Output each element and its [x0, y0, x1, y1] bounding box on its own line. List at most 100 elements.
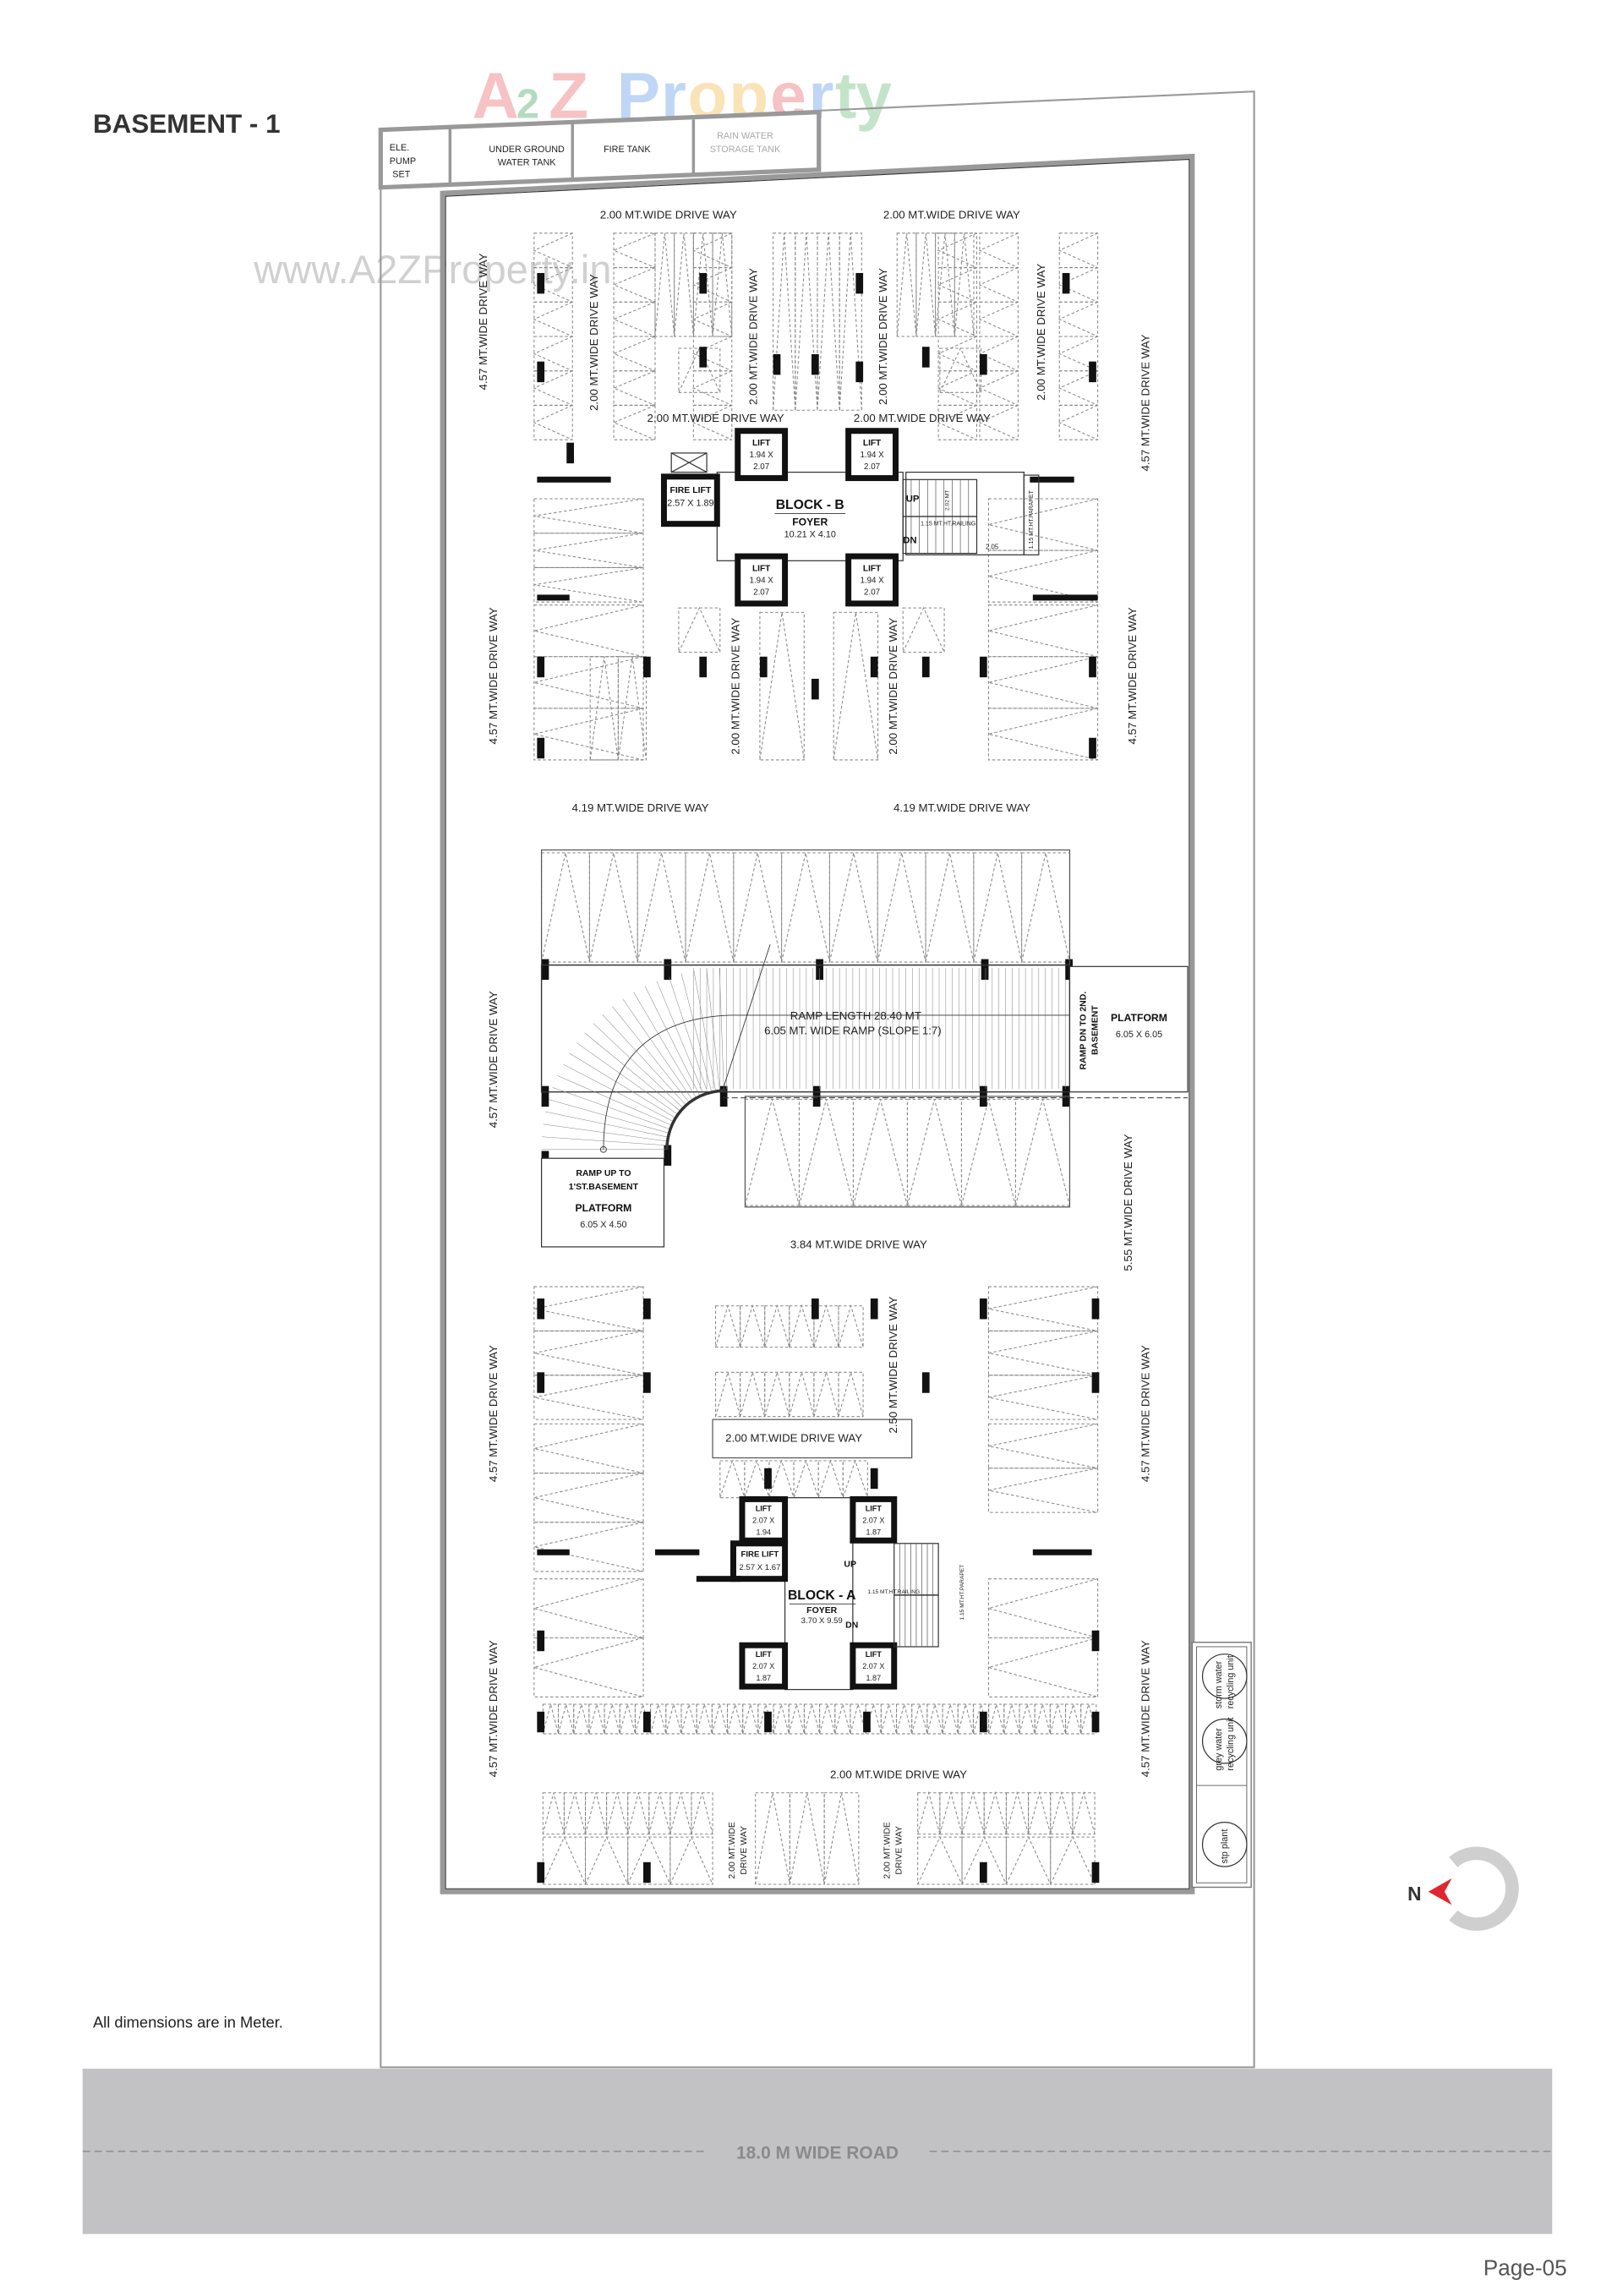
parking-stall [988, 1703, 1005, 1735]
storm-water-label: recycling unit [1226, 1655, 1236, 1708]
parking-stall [533, 708, 644, 761]
driveway-label: 2.00 MT.WIDE DRIVE WAY [883, 208, 1020, 221]
rain-tank-label: STORAGE TANK [710, 145, 781, 155]
parking-stall [987, 498, 1099, 551]
ug-tank-label: WATER TANK [498, 158, 556, 168]
parapet-label: 1.15 MT.HT.PARAPET [1029, 489, 1035, 549]
parking-stall [1072, 1792, 1096, 1835]
block-b-name: BLOCK - B [776, 498, 844, 512]
parking-stall [619, 1703, 636, 1735]
block-b-lift-size: 2.07 [753, 462, 769, 472]
column [855, 361, 864, 383]
block-a-foyer: FOYER [806, 1606, 838, 1615]
parking-stall [1028, 1792, 1052, 1835]
column [1091, 1711, 1100, 1733]
parking-stall [613, 232, 656, 269]
page-number: Page-05 [1484, 2255, 1567, 2281]
parking-stall [852, 1098, 908, 1206]
block-a-lift-size: 1.87 [756, 1674, 771, 1682]
parking-stall [987, 1286, 1099, 1331]
parking-stall [1005, 1836, 1052, 1885]
parking-stall [793, 1460, 819, 1499]
column [541, 1085, 549, 1107]
column [812, 678, 819, 700]
parking-stall [937, 267, 978, 303]
parking-stall [768, 1460, 795, 1499]
column [537, 1861, 545, 1883]
parking-stall [764, 1305, 790, 1348]
parking-stall [637, 852, 686, 963]
column [979, 1861, 987, 1883]
stair-up-label: UP [844, 1561, 856, 1570]
ramp-zone: RAMP LENGTH 28.40 MT 6.05 MT. WIDE RAMP … [540, 849, 1189, 1248]
block-b-lift-size: 1.94 X [750, 576, 774, 585]
parking-stall [604, 1703, 620, 1735]
driveway-label: 2.00 MT.WIDE DRIVE WAY [648, 412, 784, 424]
ug-tank-label: UNDER GROUND [489, 145, 565, 155]
parking-stall [987, 708, 1099, 761]
column [566, 442, 574, 464]
driveway-label: DRIVE WAY [740, 1826, 749, 1875]
block-a-lift-label: LIFT [756, 1504, 773, 1512]
parking-stall [987, 1423, 1099, 1469]
parking-stall [533, 498, 644, 534]
parking-stall [1021, 852, 1070, 963]
block-b-lift-label: LIFT [863, 565, 882, 574]
parking-stall [823, 1792, 860, 1885]
parking-stall [744, 1098, 800, 1206]
column [664, 959, 672, 981]
railing-label: 1.15 MT.HT.RAILING [921, 521, 975, 527]
parking-stall [987, 1330, 1099, 1376]
parking-stall [674, 232, 694, 337]
block-a-lift-size: 1.87 [866, 1674, 881, 1682]
column [870, 656, 878, 678]
parking-stall [1019, 1703, 1036, 1735]
parking-stall [795, 232, 818, 411]
column [870, 1468, 878, 1490]
column [773, 353, 781, 375]
block-b-lift-size: 1.94 X [860, 451, 884, 460]
parking-stall [669, 1792, 692, 1835]
driveway-label: 2.00 MT.WIDE DRIVE WAY [600, 208, 737, 221]
parking-stall [850, 1703, 866, 1735]
parking-stall [979, 370, 1019, 406]
parking-stall [937, 370, 978, 406]
stair-down-label: DN [903, 535, 916, 545]
parking-stall [678, 607, 721, 653]
parking-stall [533, 1578, 644, 1639]
parking-stall [533, 1423, 644, 1474]
driveway-label: DRIVE WAY [894, 1826, 904, 1875]
north-compass: N [1407, 1846, 1519, 1931]
parking-stall [617, 656, 648, 761]
block-a-lift-label: LIFT [866, 1650, 883, 1659]
block-a-fire-lift: FIRE LIFT [741, 1550, 779, 1559]
block-a-lift-label: LIFT [866, 1504, 883, 1512]
parking-stall [764, 1371, 790, 1418]
parking-stall [902, 607, 945, 653]
block-b-lift-size: 2.07 [864, 462, 880, 472]
parking-stall [1058, 404, 1099, 440]
parking-stall [813, 1371, 839, 1418]
block-a-lift-size: 1.87 [866, 1528, 881, 1536]
grey-water-label: recycling unit [1226, 1717, 1236, 1770]
ramp-down-label: BASEMENT [1091, 1005, 1101, 1055]
block-b-core: LIFT 1.94 X 2.07 LIFT 1.94 X 2.07 LIFT 1… [660, 428, 1040, 607]
building-outer-wall [440, 153, 1195, 1894]
column [1089, 656, 1096, 678]
parking-stall [819, 1703, 836, 1735]
railing-label: 1.15 MT.HT.RAILING [867, 1589, 920, 1595]
column [537, 272, 545, 294]
column [863, 1711, 871, 1733]
stair-down-label: DN [845, 1621, 858, 1630]
column [643, 1298, 651, 1320]
column [855, 272, 864, 294]
parking-stall [563, 1792, 587, 1835]
parking-stall [1058, 301, 1099, 337]
column [1065, 959, 1073, 981]
driveway-label: 2.00 MT.WIDE DRIVE WAY [729, 618, 741, 755]
svg-text:t: t [835, 60, 857, 133]
block-a-lift-size: 2.07 X [752, 1516, 774, 1524]
parking-stall [719, 1460, 746, 1499]
parking-stall [838, 1371, 864, 1418]
parking-stall [654, 232, 675, 337]
